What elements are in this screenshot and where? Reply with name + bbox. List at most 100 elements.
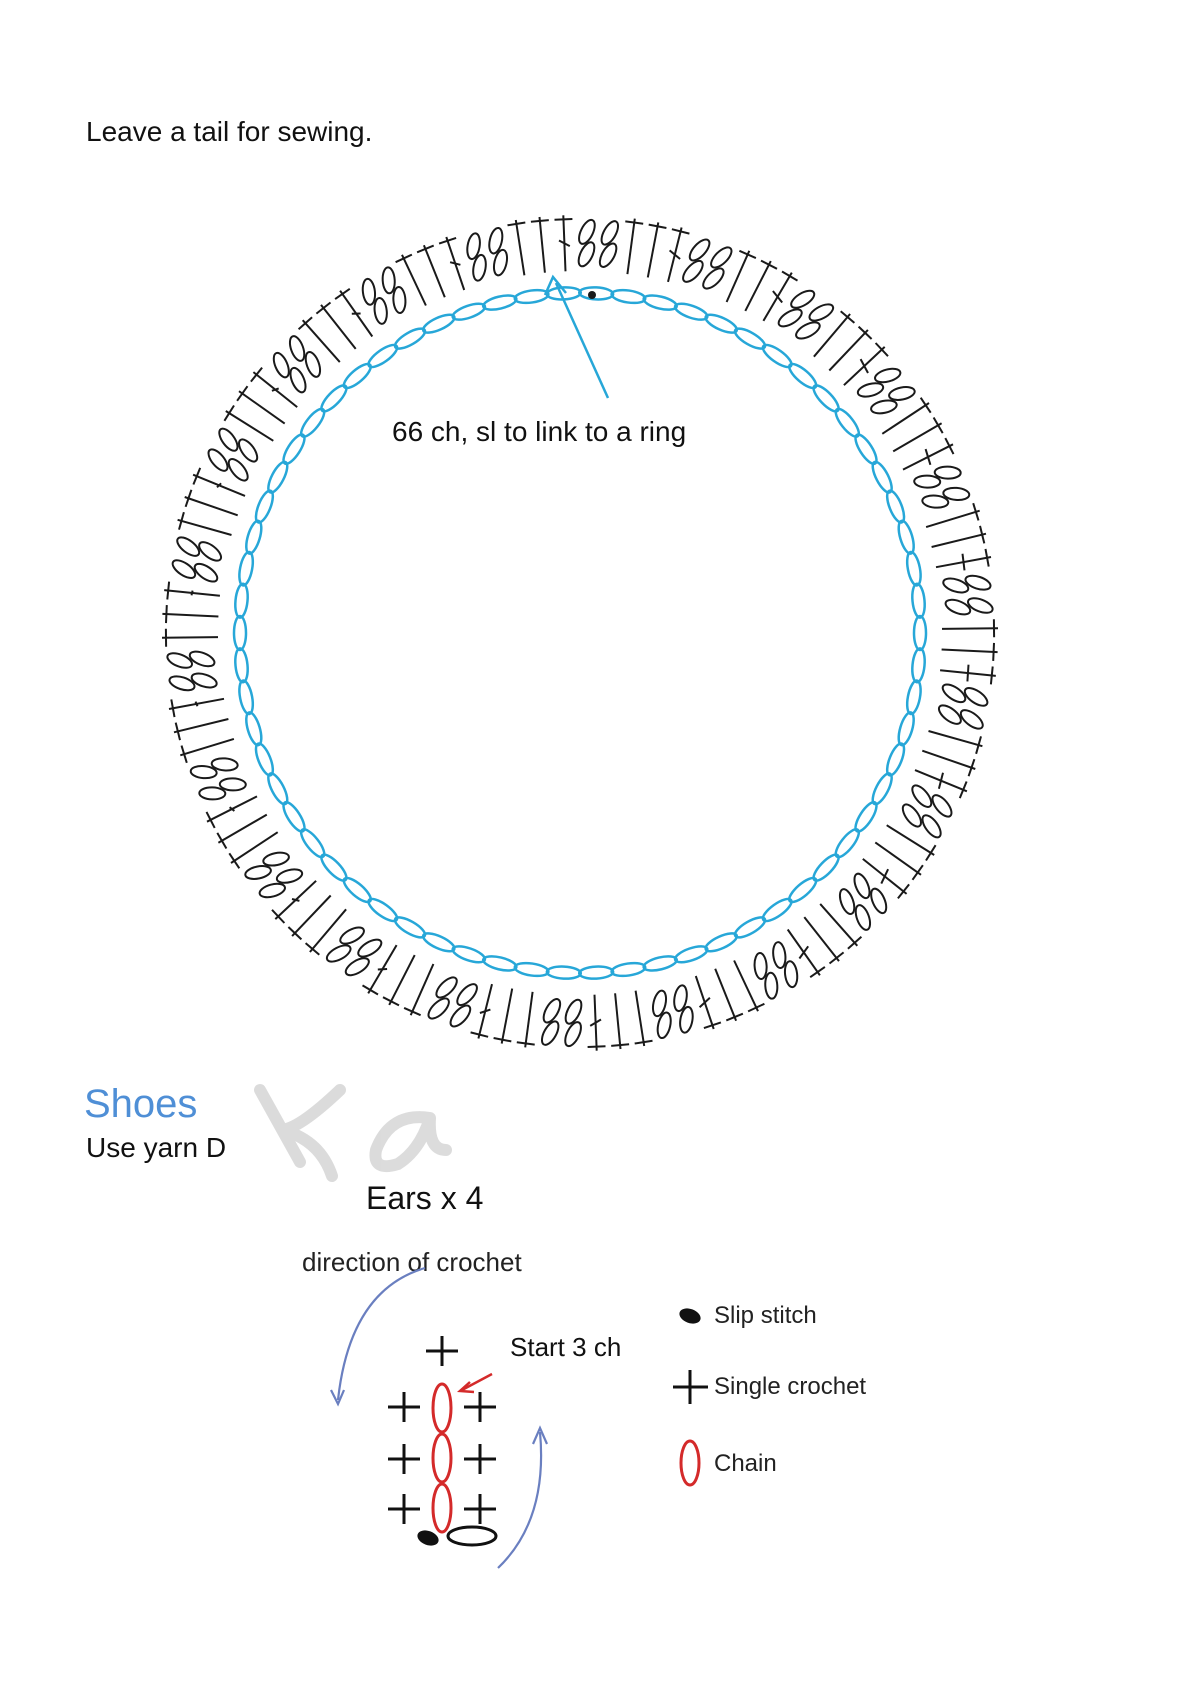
ring-single-crochet (725, 249, 757, 303)
ring-double-crochet (361, 944, 398, 996)
ring-double-crochet (554, 215, 573, 272)
ring-chain-loop (651, 989, 672, 1040)
single-crochet-icon (673, 1370, 708, 1404)
intro-text: Leave a tail for sewing. (86, 116, 373, 147)
ring-chain-loop (244, 851, 290, 880)
ring-chain-stitch (577, 286, 615, 301)
annotation-arrow-head (543, 274, 567, 296)
ring-chain-stitch (299, 828, 326, 859)
ring-chain-stitch (642, 955, 679, 972)
ring-double-crochet (438, 236, 466, 291)
chain-icon (679, 1439, 701, 1487)
ring-chain-stitch (238, 679, 255, 716)
ring-chain-stitch (481, 955, 518, 972)
ring-chain-loop (577, 218, 596, 268)
ring-chain-loop (449, 983, 478, 1028)
ring-chain-stitch (854, 800, 878, 833)
ring-chain-loop (189, 757, 239, 780)
single-crochet-mark (464, 1444, 496, 1474)
ring-single-crochet (925, 502, 980, 529)
ring-double-crochet (843, 342, 889, 386)
ring-chain-loop (921, 486, 971, 509)
single-crochet-mark (388, 1392, 420, 1422)
ring-single-crochet (516, 991, 535, 1048)
ring-single-crochet (921, 749, 976, 777)
ring-single-crochet (941, 642, 998, 661)
ring-chain-loop (682, 238, 711, 283)
ring-chain-stitch (282, 433, 306, 466)
ring-chain-stitch (481, 294, 518, 311)
ring-chain-loop (598, 220, 620, 268)
single-crochet-mark (388, 1494, 420, 1524)
ring-double-crochet (250, 366, 298, 408)
ring-chain-stitch (254, 489, 275, 524)
ring-chain-stitch (673, 945, 709, 964)
ring-single-crochet (931, 525, 987, 548)
ring-single-crochet (892, 416, 944, 453)
ring-chain-stitch (610, 288, 647, 305)
ring-chain-stitch (854, 433, 878, 466)
ring-chain-loop (288, 335, 322, 378)
ring-chain-stitch (342, 362, 372, 390)
ring-chain-stitch (834, 407, 861, 438)
ring-chain-stitch (871, 772, 893, 806)
chain-mark (431, 1382, 453, 1434)
ring-chain-stitch (761, 343, 793, 369)
ring-chain-stitch (267, 460, 289, 494)
ring-double-crochet (470, 983, 493, 1039)
ring-chain-loop (171, 559, 219, 583)
ring-chain-stitch (367, 343, 399, 369)
direction-arrow-down (336, 1266, 426, 1401)
ring-chain-loop (702, 246, 733, 290)
ring-chain-stitch (320, 384, 348, 413)
ring-single-crochet (162, 605, 219, 624)
ring-chain-loop (344, 938, 383, 977)
ring-chain-loop (913, 465, 962, 489)
ring-chain-stitch (812, 853, 840, 882)
ring-chain-stitch (254, 742, 275, 777)
ring-single-crochet (223, 404, 274, 442)
ring-single-crochet (177, 511, 232, 536)
ring-single-crochet (733, 960, 765, 1013)
ring-chain-loop (870, 386, 916, 415)
ring-single-crochet (493, 988, 514, 1044)
ring-chain-loop (381, 266, 407, 314)
single-crochet-mark (388, 1444, 420, 1474)
single-crochet-mark (464, 1392, 496, 1422)
ring-chain-loop (777, 289, 816, 328)
ring-single-crochet (828, 325, 873, 372)
ring-double-crochet (935, 548, 992, 571)
ring-chain-stitch (421, 313, 456, 334)
ring-double-crochet (271, 880, 317, 924)
ring-single-crochet (928, 730, 983, 755)
ring-chain-stitch (245, 519, 263, 555)
ring-single-crochet (297, 316, 341, 363)
ring-chain-stitch (761, 897, 793, 923)
ring-chain-stitch (342, 876, 372, 904)
ring-chain-loop (466, 232, 487, 282)
ring-single-crochet (634, 990, 653, 1047)
ring-chain-loop (901, 803, 942, 839)
ring-double-crochet (667, 227, 690, 283)
ring-chain-loop (166, 650, 216, 669)
ring-chain-stitch (733, 327, 767, 350)
ring-single-crochet (813, 310, 856, 358)
ring-chain-stitch (267, 772, 289, 806)
ring-chain-stitch (871, 460, 893, 494)
section-title: Shoes (84, 1082, 198, 1126)
ring-single-crochet (714, 968, 744, 1022)
ring-double-crochet (862, 858, 910, 900)
ring-chain-loop (198, 777, 247, 801)
ring-single-crochet (744, 259, 778, 312)
ring-chain-loop (795, 303, 835, 340)
ring-single-crochet (315, 301, 357, 350)
ring-chain-stitch (320, 853, 348, 882)
legend-chain-label: Chain (714, 1450, 777, 1477)
ring-chain-loop (856, 367, 902, 398)
single-crochet-mark (464, 1494, 496, 1524)
ring-chain-stitch (393, 916, 427, 939)
chain-mark (431, 1482, 453, 1534)
ring-single-crochet (803, 916, 845, 965)
section-subtitle: Use yarn D (86, 1132, 227, 1163)
